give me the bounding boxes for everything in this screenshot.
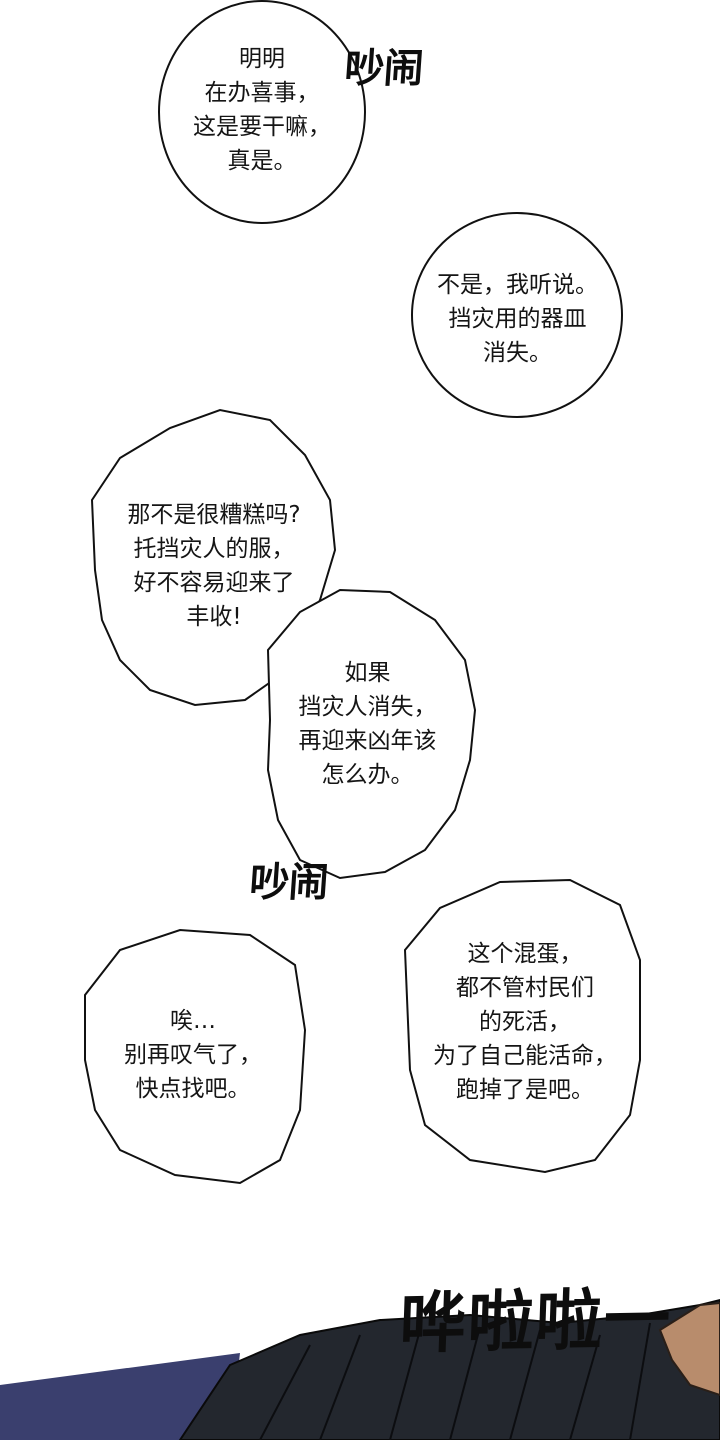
bubble-3-line: 那不是很糟糕吗? <box>127 502 301 528</box>
bubble-4-line: 再迎来凶年该 <box>298 728 437 754</box>
bubble-1-line: 明明 <box>239 46 285 72</box>
speech-bubble-6 <box>403 878 641 1174</box>
bubble-6-line: 这个混蛋， <box>467 941 583 967</box>
bubble-1-text: 明明 在办喜事， 这是要干嘛， 真是。 <box>172 42 352 178</box>
bubble-6-line: 跑掉了是吧。 <box>456 1077 594 1103</box>
bubble-5-line: 别再叹气了， <box>124 1042 262 1068</box>
bubble-2-line: 不是，我听说。 <box>437 272 598 298</box>
speech-bubble-5 <box>84 928 307 1185</box>
bubble-3-text: 那不是很糟糕吗? 托挡灾人的服， 好不容易迎来了 丰收! <box>100 498 328 634</box>
bubble-3-line: 丰收! <box>186 604 242 630</box>
bubble-1-line: 在办喜事， <box>204 80 320 106</box>
bubble-4-line: 怎么办。 <box>321 762 414 788</box>
bubble-2-text: 不是，我听说。 挡灾用的器皿 消失。 <box>425 268 610 370</box>
bubble-5-line: 快点找吧。 <box>135 1076 251 1102</box>
bubble-2-line: 挡灾用的器皿 <box>448 306 587 332</box>
bubble-5-line: 唉… <box>170 1008 216 1034</box>
bubble-5-text: 唉… 别再叹气了， 快点找吧。 <box>98 1004 288 1106</box>
speech-bubble-1 <box>158 0 366 224</box>
bubble-3-line: 托挡灾人的服， <box>133 536 295 562</box>
bubble-2-line: 消失。 <box>483 340 552 366</box>
bubble-6-line: 的死活， <box>479 1009 571 1035</box>
sfx-noise-mid: 吵闹 <box>248 860 330 906</box>
bubble-6-line: 都不管村民们 <box>456 975 594 1001</box>
speech-bubble-4 <box>266 588 477 880</box>
hair-strand <box>629 1322 651 1440</box>
hair-strand <box>319 1334 361 1440</box>
bubble-4-text: 如果 挡灾人消失， 再迎来凶年该 怎么办。 <box>275 656 460 792</box>
bubble-4-line: 挡灾人消失， <box>298 694 437 720</box>
bubble-1-line: 真是。 <box>227 148 297 174</box>
bubble-4-line: 如果 <box>344 660 391 686</box>
hair-mass <box>178 1298 720 1440</box>
hair-strand <box>389 1329 421 1440</box>
ear-skin <box>658 1301 720 1397</box>
background-blue-area <box>0 1353 240 1440</box>
speech-bubble-2 <box>411 212 623 418</box>
hair-strand <box>509 1329 541 1440</box>
sfx-whoosh: 哗啦啦一 <box>398 1280 674 1363</box>
sfx-noise-top: 吵闹 <box>343 46 425 92</box>
hair-strand <box>449 1326 481 1440</box>
bubble-6-text: 这个混蛋， 都不管村民们 的死活， 为了自己能活命， 跑掉了是吧。 <box>415 937 635 1107</box>
bubble-6-line: 为了自己能活命， <box>433 1043 617 1069</box>
hair-strand <box>259 1344 311 1440</box>
bubble-1-line: 这是要干嘛， <box>193 114 331 140</box>
character-hair-illustration <box>0 1298 720 1440</box>
bubble-3-line: 好不容易迎来了 <box>133 570 295 596</box>
hair-strand <box>569 1334 601 1440</box>
